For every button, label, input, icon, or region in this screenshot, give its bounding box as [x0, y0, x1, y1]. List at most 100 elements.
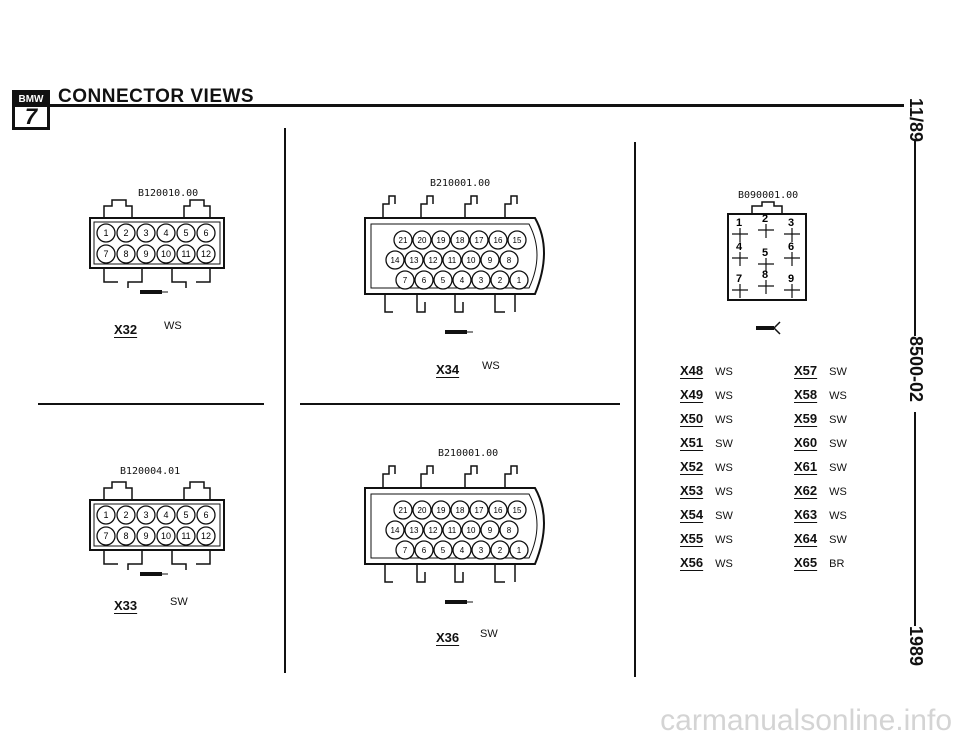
pin-number: 15 [513, 506, 522, 515]
latch-top [103, 481, 211, 500]
pin-circle [488, 500, 508, 520]
connector-list-color: WS [829, 390, 847, 402]
connector-list-label: X48 [680, 363, 704, 378]
pin-number: 1 [736, 217, 742, 229]
connector-list-label: X58 [794, 387, 818, 402]
pin-circle [490, 540, 510, 560]
pin-terminal [758, 280, 774, 294]
pin-number: 8 [123, 249, 128, 259]
side-date: 11/89 [906, 98, 926, 143]
pin-number: 3 [788, 217, 794, 229]
pin-number: 4 [460, 276, 465, 285]
pin-circle [116, 223, 136, 243]
connector-x36-color: SW [480, 628, 498, 640]
pin-number: 7 [736, 273, 742, 285]
pin-circle [395, 540, 415, 560]
connector-x34-label: X34 [436, 362, 460, 377]
pin-number: 8 [123, 531, 128, 541]
connector-list-label: X52 [680, 459, 704, 474]
pin-circle [450, 230, 470, 250]
pin-circle [176, 505, 196, 525]
pin-number: 21 [399, 506, 408, 515]
key-mark [445, 600, 467, 604]
connector-x34-color: WS [482, 360, 500, 372]
pin-number: 3 [143, 510, 148, 520]
pin-circle [480, 520, 500, 540]
connector-list-row: X61 SW [794, 458, 847, 476]
pin-number: 10 [161, 249, 171, 259]
row-divider-left [38, 403, 264, 405]
pin-circle [196, 526, 216, 546]
logo-number: 7 [24, 104, 38, 129]
pin-circle [414, 270, 434, 290]
row-divider-mid [300, 403, 620, 405]
pin-circle [442, 520, 462, 540]
connector-inner [93, 221, 221, 265]
column-divider-2 [634, 142, 636, 677]
connector-inner [93, 503, 221, 547]
connector-list-color: WS [715, 390, 733, 402]
pin-circle [385, 520, 405, 540]
pin-number: 20 [418, 506, 427, 515]
pin-number: 12 [429, 526, 438, 535]
pin-circle [136, 244, 156, 264]
connector-body [364, 487, 545, 565]
pin-number: 5 [762, 247, 768, 259]
pin-number: 4 [163, 510, 168, 520]
pin-circle [176, 244, 196, 264]
pin-circle [176, 223, 196, 243]
pin-number: 9 [488, 526, 493, 535]
connector-list-label: X64 [794, 531, 818, 546]
pin-circle [452, 270, 472, 290]
connector-x33-color: SW [170, 596, 188, 608]
pin-circle [116, 505, 136, 525]
pin-number: 11 [181, 249, 190, 259]
pin-number: 2 [498, 276, 503, 285]
pin-number: 5 [441, 276, 446, 285]
pin-circle [431, 500, 451, 520]
pin-circle [176, 526, 196, 546]
pin-number: 7 [103, 249, 108, 259]
latch-top [382, 465, 518, 488]
pin-number: 3 [143, 228, 148, 238]
connector-body [364, 217, 545, 295]
connector-x32-label: X32 [114, 322, 138, 337]
connector-x33-label: X33 [114, 598, 138, 613]
connector-list-color: SW [829, 462, 847, 474]
pin-circle [433, 540, 453, 560]
key-mark [756, 326, 774, 330]
side-year: 1989 [906, 626, 926, 667]
pin-number: 15 [513, 236, 522, 245]
pin-number: 17 [475, 506, 484, 515]
pin-circle [507, 500, 527, 520]
pin-circle [469, 230, 489, 250]
pin-number: 9 [488, 256, 493, 265]
pin-number: 4 [163, 228, 168, 238]
latch-top [382, 195, 518, 218]
pin-number: 6 [422, 546, 427, 555]
pin-circle [116, 526, 136, 546]
pin-circle [96, 505, 116, 525]
connector-list-label: X61 [794, 459, 818, 474]
pin-circle [471, 270, 491, 290]
pin-circle [461, 520, 481, 540]
connector-inner [370, 493, 538, 559]
pin-number: 2 [498, 546, 503, 555]
header-rule [12, 104, 908, 107]
connector-list-color: SW [715, 510, 733, 522]
pin-circle [509, 540, 529, 560]
pin-terminal [732, 252, 748, 266]
latch-bottom [103, 268, 211, 288]
pin-circle [452, 540, 472, 560]
pin-number: 4 [736, 241, 743, 253]
